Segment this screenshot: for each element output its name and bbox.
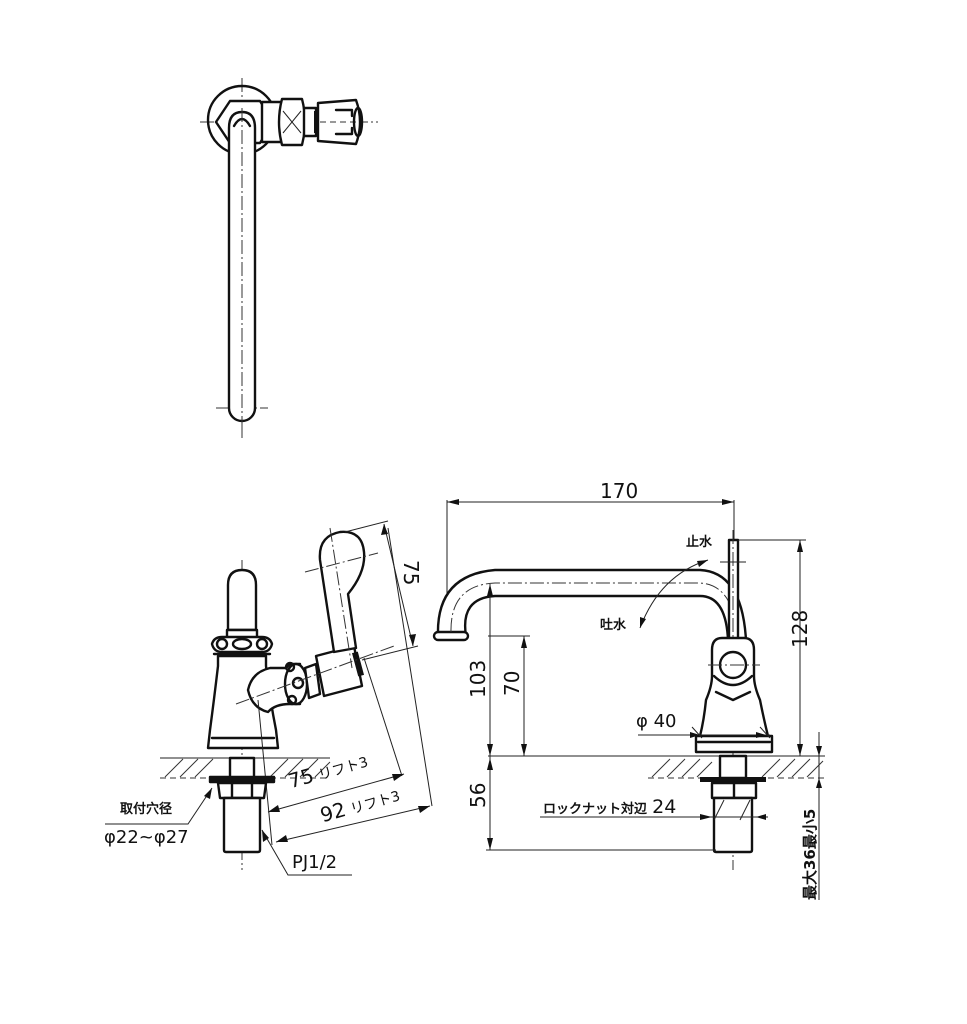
dim-total-height: 128 [788,609,812,648]
label-discharge-water: 吐水 [600,618,627,633]
label-stop-water: 止水 [686,535,713,550]
dim-below-counter: 56 [466,782,490,808]
label-locknut: ロックナット対辺 24 [543,798,676,817]
label-mounting-hole-value: φ22~φ27 [104,827,189,848]
dim-spout-height: 103 [466,659,490,698]
top-view [200,78,378,438]
side-view [105,520,433,876]
front-view [432,499,825,900]
label-mounting-hole-title: 取付穴径 [120,802,173,817]
label-locknut-text: ロックナット対辺 [543,802,648,817]
label-pipe-thread: PJ1/2 [292,852,338,873]
dim-lever-height: 75 [399,560,423,586]
dim-base-diameter: φ 40 [636,711,677,732]
label-locknut-value: 24 [652,796,677,818]
dim-outlet-height: 70 [500,670,524,696]
dim-spout-length: 170 [600,479,639,503]
dim-counter-thickness: 最大36最小5 [801,808,819,900]
